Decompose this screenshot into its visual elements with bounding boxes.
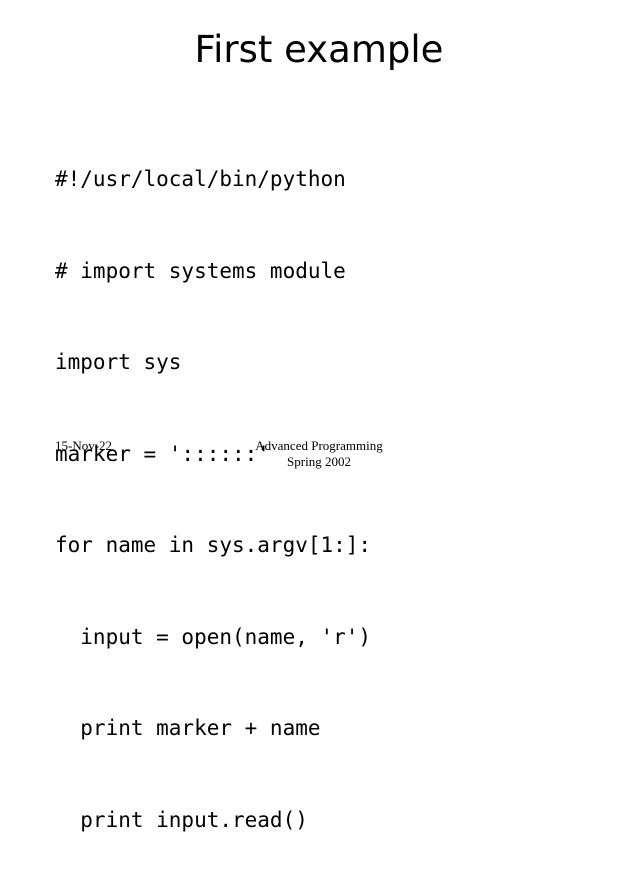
code-block: #!/usr/local/bin/python # import systems…	[55, 103, 371, 896]
code-line: #!/usr/local/bin/python	[55, 167, 346, 191]
footer-date: 15-Nov-22	[55, 438, 113, 453]
code-line: # import systems module	[55, 258, 346, 283]
code-line: import sys	[55, 350, 182, 374]
code-line: input = open(name, 'r')	[55, 624, 372, 649]
footer-course: Advanced Programming Spring 2002	[218, 438, 420, 470]
footer-course-term: Spring 2002	[287, 454, 351, 469]
slide-title: First example	[194, 28, 444, 71]
footer-course-name: Advanced Programming	[255, 438, 383, 453]
code-line: print input.read()	[55, 807, 308, 832]
slide: First example #!/usr/local/bin/python # …	[55, 28, 444, 832]
code-line: marker = '::::::'	[55, 441, 270, 466]
code-line: print marker + name	[55, 716, 321, 740]
code-line: for name in sys.argv[1:]:	[55, 533, 372, 557]
